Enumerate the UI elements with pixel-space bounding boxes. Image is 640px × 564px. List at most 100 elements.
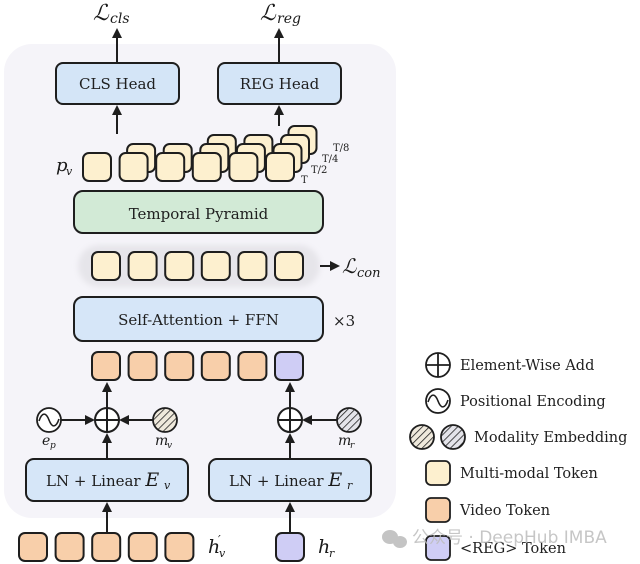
svg-text:Positional Encoding: Positional Encoding	[460, 394, 606, 410]
multimodal-token	[127, 251, 158, 281]
embedded-token-row	[91, 351, 304, 381]
svg-text:<REG> Token: <REG> Token	[460, 541, 566, 557]
svg-text:p: p	[56, 155, 68, 176]
repeat-count-label: ×3	[333, 312, 355, 330]
svg-text:e: e	[42, 433, 50, 449]
svg-text:h: h	[208, 536, 220, 558]
svg-text:m: m	[338, 433, 351, 449]
watermark-text: 公众号 · DeepHub IMBA	[412, 528, 607, 548]
legend-item-element-wise-add: Element-Wise Add	[425, 352, 594, 378]
multimodal-token	[200, 251, 231, 281]
reg-input-token	[275, 532, 305, 562]
reg-element-wise-add-icon	[277, 407, 303, 433]
hv-prime-label: h ′ v	[208, 533, 226, 560]
reg-head-label: REG Head	[240, 75, 320, 93]
reg-input-token-row	[275, 532, 305, 562]
svg-text:Element-Wise Add: Element-Wise Add	[460, 358, 594, 374]
mv-label: m v	[155, 433, 172, 451]
svg-text:LN + Linear E r: LN + Linear E r	[229, 469, 353, 492]
video-token	[237, 351, 268, 381]
element-wise-add-icon	[425, 352, 451, 378]
svg-text:r: r	[350, 441, 355, 451]
svg-text:reg: reg	[277, 11, 301, 27]
pyramid-token-stack	[82, 125, 318, 182]
video-token	[164, 351, 195, 381]
svg-text:ℒ: ℒ	[93, 1, 110, 26]
video-embed-block: LN + Linear E v	[25, 458, 189, 502]
svg-text:p: p	[50, 441, 56, 451]
svg-text:′: ′	[218, 533, 221, 547]
svg-text:ℒ: ℒ	[260, 1, 277, 26]
svg-text:v: v	[219, 547, 226, 560]
video-modality-embedding-icon	[152, 407, 178, 433]
multimodal-token	[91, 251, 121, 281]
legend-item-positional-encoding: Positional Encoding	[425, 388, 606, 414]
level-label-t: T	[301, 175, 308, 186]
svg-text:ℒ: ℒ	[342, 254, 357, 278]
video-input-token	[54, 532, 85, 562]
svg-text:Video Token: Video Token	[459, 503, 550, 519]
video-token	[200, 351, 231, 381]
level-label-t2: T/2	[311, 165, 327, 176]
level-label-t4: T/4	[322, 154, 338, 165]
video-embed-label: LN + Linear	[46, 472, 145, 490]
positional-encoding-icon	[36, 407, 62, 433]
pyramid-token-level-0	[155, 152, 186, 182]
temporal-pyramid-block: Temporal Pyramid	[73, 190, 324, 234]
svg-text:r: r	[329, 547, 335, 560]
modality-embedding-icon	[409, 424, 466, 450]
multimodal-token-row	[91, 251, 304, 281]
multimodal-token	[164, 251, 195, 281]
ep-label: e p	[42, 433, 56, 451]
positional-encoding-icon	[425, 388, 451, 414]
reg-loss-label: ℒ reg	[260, 1, 301, 27]
self-attention-ffn-block: Self-Attention + FFN	[73, 296, 324, 342]
pyramid-token-level-0	[191, 152, 222, 182]
video-token	[127, 351, 158, 381]
reg-token	[274, 351, 304, 381]
legend: Element-Wise Add Positional Encoding Mod…	[409, 352, 627, 561]
legend-item-video-token: Video Token	[425, 497, 550, 523]
hr-label: h r	[318, 536, 335, 560]
self-attention-ffn-label: Self-Attention + FFN	[118, 311, 279, 329]
legend-item-reg-token: <REG> Token	[425, 535, 566, 561]
reg-head-block: REG Head	[217, 62, 342, 105]
wechat-icon	[382, 530, 407, 548]
svg-text:v: v	[66, 165, 73, 178]
video-input-token	[164, 532, 195, 562]
video-input-token-row	[18, 532, 195, 562]
video-input-token	[18, 532, 48, 562]
mr-label: m r	[338, 433, 355, 451]
reg-token-icon	[425, 535, 451, 561]
cls-head-block: CLS Head	[55, 62, 180, 105]
legend-item-multimodal-token: Multi-modal Token	[425, 460, 598, 486]
reg-modality-embedding-icon	[336, 407, 362, 433]
temporal-pyramid-label: Temporal Pyramid	[129, 205, 269, 223]
cls-head-label: CLS Head	[79, 75, 156, 93]
pyramid-token-level-0	[228, 152, 259, 182]
cls-loss-label: ℒ cls	[93, 1, 130, 27]
legend-item-modality-embedding: Modality Embedding	[409, 424, 627, 450]
svg-text:v: v	[167, 441, 172, 451]
svg-text:Multi-modal Token: Multi-modal Token	[460, 466, 598, 482]
level-label-t8: T/8	[333, 143, 349, 154]
multimodal-token	[237, 251, 268, 281]
pyramid-token-level-0	[265, 152, 295, 182]
svg-text:LN + Linear E v: LN + Linear E v	[46, 469, 171, 492]
reg-embed-block: LN + Linear E r	[208, 458, 372, 502]
svg-text:con: con	[357, 266, 380, 281]
con-loss-label: ℒ con	[342, 254, 380, 281]
svg-text:h: h	[318, 536, 330, 558]
pyramid-token-level-0	[82, 152, 112, 182]
watermark: 公众号 · DeepHub IMBA	[382, 528, 607, 548]
multimodal-token-icon	[425, 460, 451, 486]
video-token	[91, 351, 121, 381]
video-input-token	[127, 532, 158, 562]
pyramid-token-level-0	[118, 152, 149, 182]
reg-embed-label: LN + Linear	[229, 472, 328, 490]
pv-label: p v	[56, 155, 73, 178]
video-input-token	[91, 532, 122, 562]
video-element-wise-add-icon	[94, 407, 120, 433]
svg-text:Modality Embedding: Modality Embedding	[474, 430, 627, 446]
